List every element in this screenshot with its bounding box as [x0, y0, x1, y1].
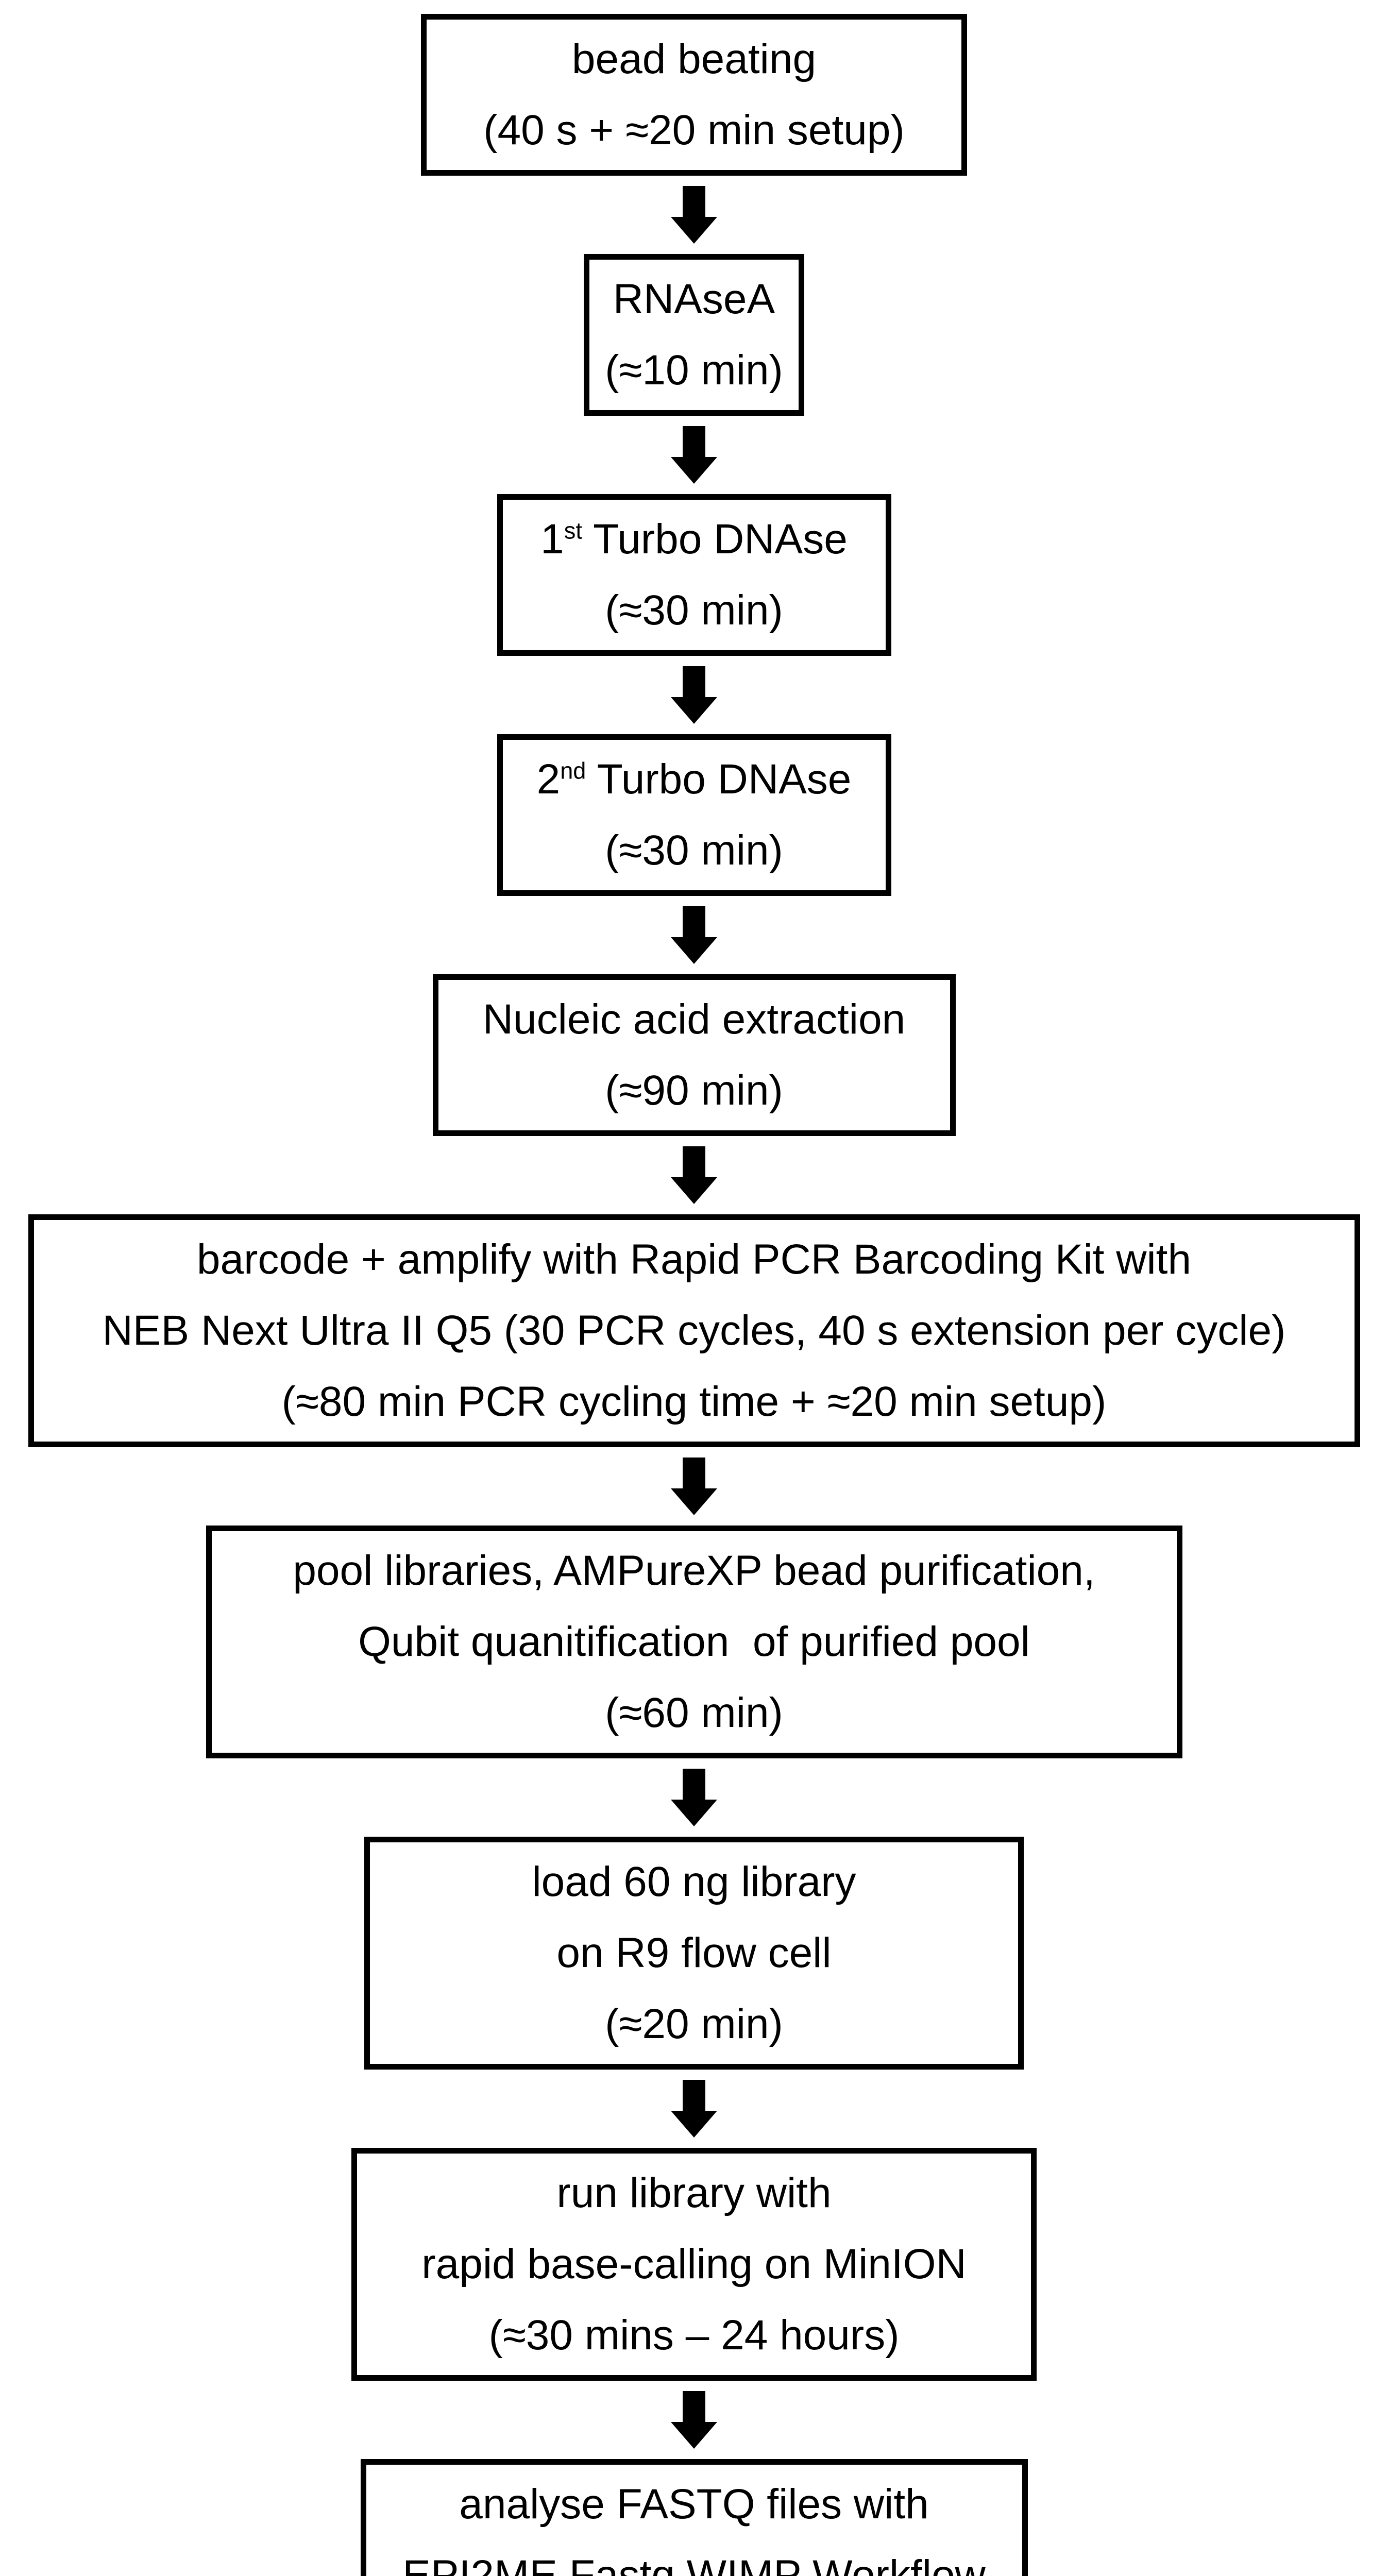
flow-box-text: 2 [536, 756, 561, 803]
flow-box-text: Turbo DNAse [582, 516, 848, 563]
flow-connector [671, 1769, 717, 1826]
flow-box-line: pool libraries, AMPureXP bead purificati… [293, 1547, 1095, 1594]
flow-box-first-turbo-dnase: 1st Turbo DNAse (≈30 min) [497, 494, 891, 656]
flowchart-column: bead beating (40 s + ≈20 min setup) RNAseA… [0, 14, 1388, 2576]
flow-connector [671, 426, 717, 484]
down-arrow-icon [671, 2080, 717, 2138]
flow-box-line: rapid base-calling on MinION [421, 2241, 967, 2287]
flow-box-line: Nucleic acid extraction [482, 996, 906, 1043]
flow-box-line: analyse FASTQ files with [459, 2481, 929, 2528]
flow-box-line: (≈60 min) [605, 1689, 783, 1736]
flow-connector [671, 2080, 717, 2138]
flow-box-line: 2nd Turbo DNAse [518, 744, 870, 815]
flow-box-load-flow-cell: load 60 ng library on R9 flow cell (≈20 mi… [364, 1837, 1024, 2070]
flow-box-nucleic-acid-extraction: Nucleic acid extraction (≈90 min) [432, 974, 956, 1136]
down-arrow-icon [671, 186, 717, 244]
flow-box-line: NEB Next Ultra II Q5 (30 PCR cycles, 40 … [102, 1307, 1286, 1354]
flow-box-text: 1 [540, 516, 564, 563]
flow-box-line: (≈10 min) [605, 347, 783, 394]
ordinal-superscript: nd [560, 757, 586, 784]
down-arrow-icon [671, 1146, 717, 1204]
flow-box-line: EPI2ME Fastq WIMP Workflow [402, 2552, 986, 2576]
flow-connector [671, 1458, 717, 1515]
down-arrow-icon [671, 906, 717, 964]
flow-box-line: (40 s + ≈20 min setup) [483, 107, 905, 154]
flow-box-line: on R9 flow cell [556, 1929, 832, 1976]
flow-connector [671, 1146, 717, 1204]
flow-connector [671, 906, 717, 964]
down-arrow-icon [671, 666, 717, 724]
flow-box-line: load 60 ng library [532, 1858, 856, 1905]
flow-box-bead-beating: bead beating (40 s + ≈20 min setup) [421, 14, 967, 176]
flow-box-text: Turbo DNAse [586, 756, 852, 803]
flow-box-line: (≈30 min) [605, 587, 783, 634]
flow-box-pool-purify-quantify: pool libraries, AMPureXP bead purificati… [206, 1526, 1182, 1758]
flow-connector [671, 186, 717, 244]
flow-box-line: (≈30 min) [605, 827, 783, 874]
down-arrow-icon [671, 1458, 717, 1515]
flow-box-line: barcode + amplify with Rapid PCR Barcodi… [196, 1236, 1192, 1283]
flow-box-line: run library with [556, 2170, 832, 2216]
flow-box-run-library-minion: run library with rapid base-calling on Mi… [351, 2148, 1037, 2381]
flow-box-rnase-a: RNAseA (≈10 min) [584, 254, 804, 416]
flow-box-line: 1st Turbo DNAse [518, 504, 870, 575]
ordinal-superscript: st [564, 517, 582, 544]
flow-box-second-turbo-dnase: 2nd Turbo DNAse (≈30 min) [497, 734, 891, 896]
flow-box-line: Qubit quanitification of purified pool [358, 1618, 1030, 1665]
flow-box-line: (≈80 min PCR cycling time + ≈20 min setu… [281, 1378, 1107, 1425]
flow-box-line: (≈30 mins – 24 hours) [488, 2312, 900, 2359]
down-arrow-icon [671, 2391, 717, 2449]
down-arrow-icon [671, 426, 717, 484]
flow-box-line: (≈20 min) [605, 2001, 783, 2047]
flow-connector [671, 2391, 717, 2449]
flow-box-line: (≈90 min) [605, 1067, 783, 1114]
down-arrow-icon [671, 1769, 717, 1826]
flow-connector [671, 666, 717, 724]
flow-box-line: RNAseA [613, 276, 775, 323]
flow-box-barcode-amplify-pcr: barcode + amplify with Rapid PCR Barcodi… [28, 1214, 1360, 1447]
flow-box-line: bead beating [571, 36, 817, 82]
